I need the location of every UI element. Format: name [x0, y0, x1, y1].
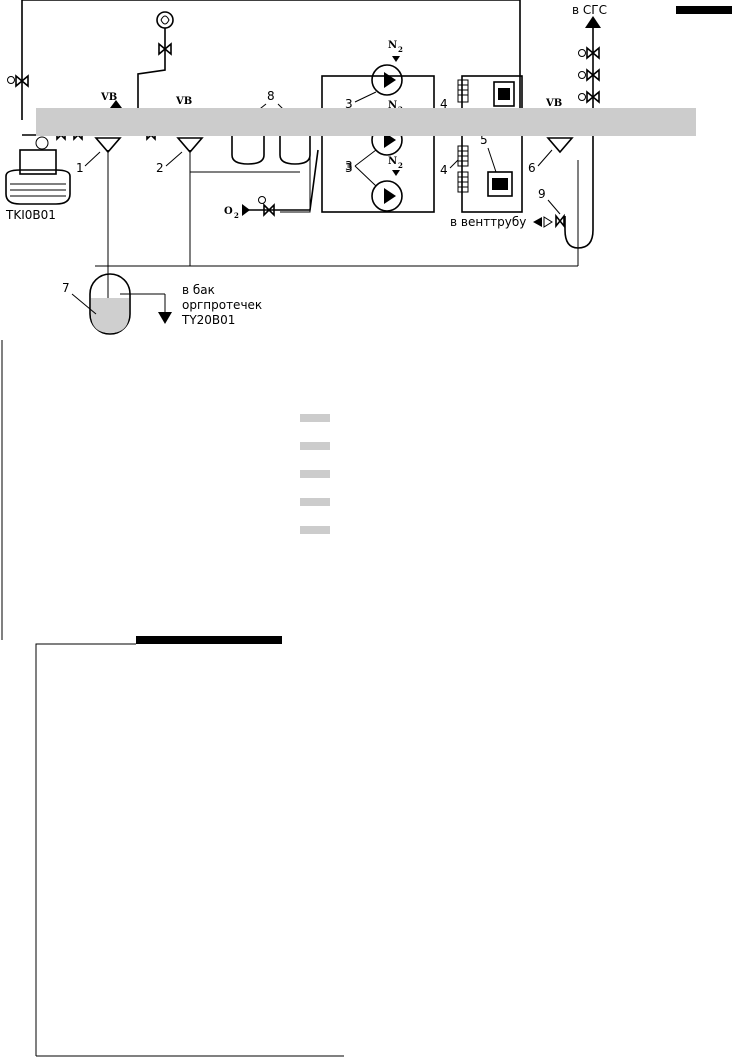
o2-inlet: O 2	[224, 204, 250, 220]
separator-icon	[546, 137, 574, 154]
n2-label-top: N 2	[388, 40, 403, 62]
callout-3c: 3	[345, 159, 353, 173]
number-callouts: 1 2 3 3 3 4 4 5 6 7 8 9	[62, 89, 561, 315]
svg-text:2: 2	[398, 161, 403, 170]
gauge-icon	[35, 136, 49, 150]
grey-mark	[300, 470, 330, 478]
to-sgs-label: в СГС	[572, 3, 607, 17]
valve-icon	[7, 74, 29, 88]
vb-label-1: VB	[100, 92, 117, 103]
svg-text:O: O	[224, 206, 233, 217]
grey-mark	[300, 498, 330, 506]
svg-text:N: N	[388, 156, 397, 167]
drain-tank-icon	[89, 273, 166, 335]
pump-icon	[371, 180, 403, 212]
callout-4b: 4	[440, 163, 448, 177]
callout-3a: 3	[345, 97, 353, 111]
valve-icon	[578, 90, 600, 104]
separator-icon	[176, 137, 204, 154]
tank-name-label: TKI0B01	[5, 208, 56, 222]
heater-icon	[457, 171, 469, 193]
callout-7: 7	[62, 281, 70, 295]
n2-label-bottom: N 2	[388, 156, 403, 176]
grey-mark	[300, 526, 330, 534]
vb-label-2: VB	[175, 96, 192, 107]
drain-arrow-icon	[158, 312, 172, 324]
compressor-icon	[156, 11, 174, 29]
tank-icon	[5, 149, 71, 205]
vb-label-3: VB	[545, 98, 562, 109]
grey-mark	[300, 414, 330, 422]
heater-icon	[457, 145, 469, 167]
to-tank-label-2: оргпротечек	[182, 298, 262, 312]
vb-vent-icon	[110, 100, 122, 108]
callout-5: 5	[480, 133, 488, 147]
grey-mark	[300, 442, 330, 450]
callout-8: 8	[267, 89, 275, 103]
callout-1: 1	[76, 161, 84, 175]
callout-4a: 4	[440, 97, 448, 111]
svg-text:N: N	[388, 100, 397, 111]
heater-icon	[457, 79, 469, 103]
valve-icon	[258, 196, 275, 217]
callout-9: 9	[538, 187, 546, 201]
callout-3b: 3	[345, 161, 353, 175]
lower-frame	[35, 636, 344, 1057]
piping	[21, 0, 594, 300]
svg-text:2: 2	[234, 211, 239, 220]
callout-2: 2	[156, 161, 164, 175]
redaction-band	[36, 108, 696, 136]
outlet-arrow-icon	[585, 16, 601, 28]
vessel-icon	[231, 135, 311, 165]
to-vent-label: в венттрубу	[450, 215, 526, 229]
to-tank-label-1: в бак	[182, 283, 215, 297]
valve-icon	[158, 42, 172, 56]
vent-arrow-icon	[533, 213, 565, 229]
filter-icon	[493, 81, 515, 107]
filter-icon	[487, 171, 513, 197]
svg-text:2: 2	[398, 45, 403, 54]
callout-6: 6	[528, 161, 536, 175]
to-tank-label-3: TY20B01	[181, 313, 235, 327]
separator-icon	[94, 137, 122, 154]
valve-icon	[578, 46, 600, 60]
valve-icon	[578, 68, 600, 82]
pump-icon	[371, 64, 403, 96]
svg-text:N: N	[388, 40, 397, 51]
header-bar	[676, 6, 732, 14]
